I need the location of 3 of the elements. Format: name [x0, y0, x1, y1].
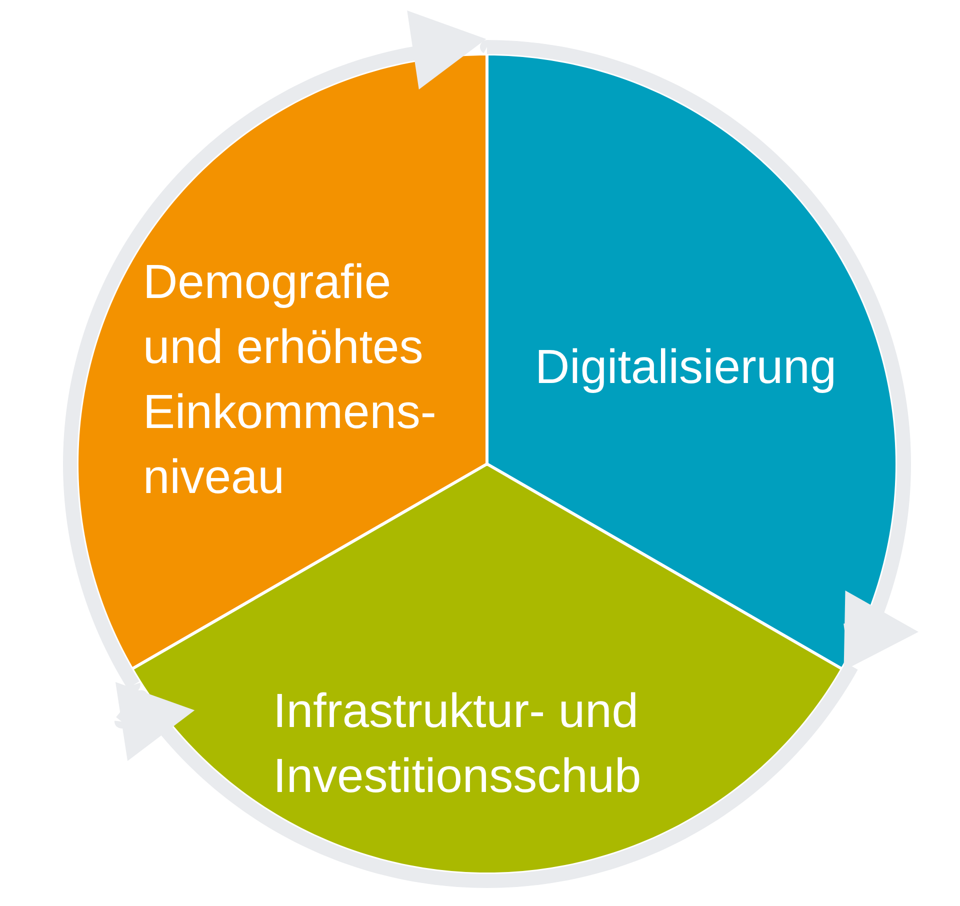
- segment-label: Infrastruktur- und Investitionsschub: [272, 684, 642, 805]
- segment-label: Demografie und erhöhtes Einkommens- niveau: [143, 255, 438, 506]
- segment-label: Digitalisierung: [535, 340, 838, 396]
